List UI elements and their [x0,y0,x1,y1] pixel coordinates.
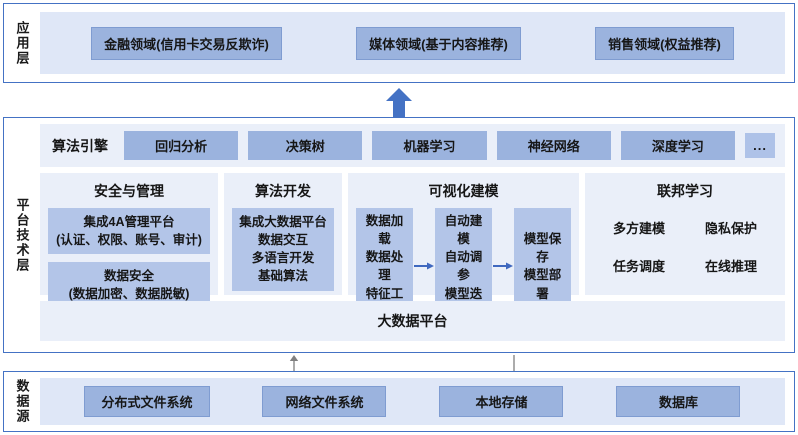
card-security-box-4a[interactable]: 集成4A管理平台 (认证、权限、账号、审计) [48,208,210,255]
app-chip-sales[interactable]: 销售领域(权益推荐) [595,26,734,60]
application-layer-panel: 应用层 金融领域(信用卡交易反欺诈) 媒体领域(基于内容推荐) 销售领域(权益推… [3,3,795,83]
card-visual-title: 可视化建模 [428,183,499,199]
up-arrow-icon [385,87,413,119]
card-algodev-title: 算法开发 [255,183,311,199]
app-chip-finance[interactable]: 金融领域(信用卡交易反欺诈) [91,26,282,60]
card-algorithm-development: 算法开发 集成大数据平台 数据交互 多语言开发 基础算法 [224,173,342,295]
algorithm-engine-row: 算法引擎 回归分析 决策树 机器学习 神经网络 深度学习 ... [40,124,785,167]
big-data-platform-bar[interactable]: 大数据平台 [40,301,785,341]
federated-item-privacy-protection[interactable]: 隐私保护 [704,220,757,236]
card-visual-modeling: 可视化建模 数据加载 数据处理 特征工程 自动建模 自动调参 模型迭代 [348,173,579,325]
application-layer-label: 应用层 [14,20,30,66]
app-chip-media[interactable]: 媒体领域(基于内容推荐) [356,26,521,60]
federated-item-task-scheduling[interactable]: 任务调度 [612,259,665,275]
card-algodev-box[interactable]: 集成大数据平台 数据交互 多语言开发 基础算法 [232,208,334,291]
federated-item-multiparty-modeling[interactable]: 多方建模 [612,220,665,236]
data-chip-database[interactable]: 数据库 [616,386,741,417]
data-chip-distributed-fs[interactable]: 分布式文件系统 [84,386,210,417]
engine-chip-machine-learning[interactable]: 机器学习 [372,131,487,160]
platform-card-row: 安全与管理 集成4A管理平台 (认证、权限、账号、审计) 数据安全 (数据加密、… [40,173,785,325]
engine-chip-neural-network[interactable]: 神经网络 [496,131,611,160]
data-chip-local-storage[interactable]: 本地存储 [439,386,564,417]
platform-layer-panel: 平台技术层 算法引擎 回归分析 决策树 机器学习 神经网络 深度学习 ... 安… [3,117,795,353]
card-federated-learning: 联邦学习 多方建模 隐私保护 任务调度 在线推理 [585,173,785,295]
engine-chip-decision-tree[interactable]: 决策树 [248,131,363,160]
pipeline-arrow-right-icon-1 [413,208,435,325]
platform-layer-body: 算法引擎 回归分析 决策树 机器学习 神经网络 深度学习 ... 安全与管理 集… [38,118,794,352]
card-security-box-data-security[interactable]: 数据安全 (数据加密、数据脱敏) [48,262,210,309]
engine-chip-regression[interactable]: 回归分析 [124,131,239,160]
pipeline-arrow-right-icon-2 [492,208,514,325]
platform-layer-label: 平台技术层 [14,197,30,273]
engine-chip-more-icon[interactable]: ... [745,133,776,158]
pipeline-step-data-prep[interactable]: 数据加载 数据处理 特征工程 [356,208,413,325]
card-security-management: 安全与管理 集成4A管理平台 (认证、权限、账号、审计) 数据安全 (数据加密、… [40,173,218,309]
data-source-layer-label: 数据源 [14,379,30,424]
card-security-title: 安全与管理 [94,183,164,199]
data-source-layer-body: 分布式文件系统 网络文件系统 本地存储 数据库 [40,378,785,425]
federated-items-grid: 多方建模 隐私保护 任务调度 在线推理 [593,208,777,285]
data-source-layer-panel: 数据源 分布式文件系统 网络文件系统 本地存储 数据库 [3,371,795,432]
application-layer-body: 金融领域(信用卡交易反欺诈) 媒体领域(基于内容推荐) 销售领域(权益推荐) [40,12,785,74]
data-chip-network-fs[interactable]: 网络文件系统 [262,386,387,417]
algorithm-engine-title: 算法引擎 [52,137,108,154]
engine-chip-deep-learning[interactable]: 深度学习 [620,131,736,160]
federated-item-online-inference[interactable]: 在线推理 [704,259,757,275]
card-federated-title: 联邦学习 [657,183,713,199]
